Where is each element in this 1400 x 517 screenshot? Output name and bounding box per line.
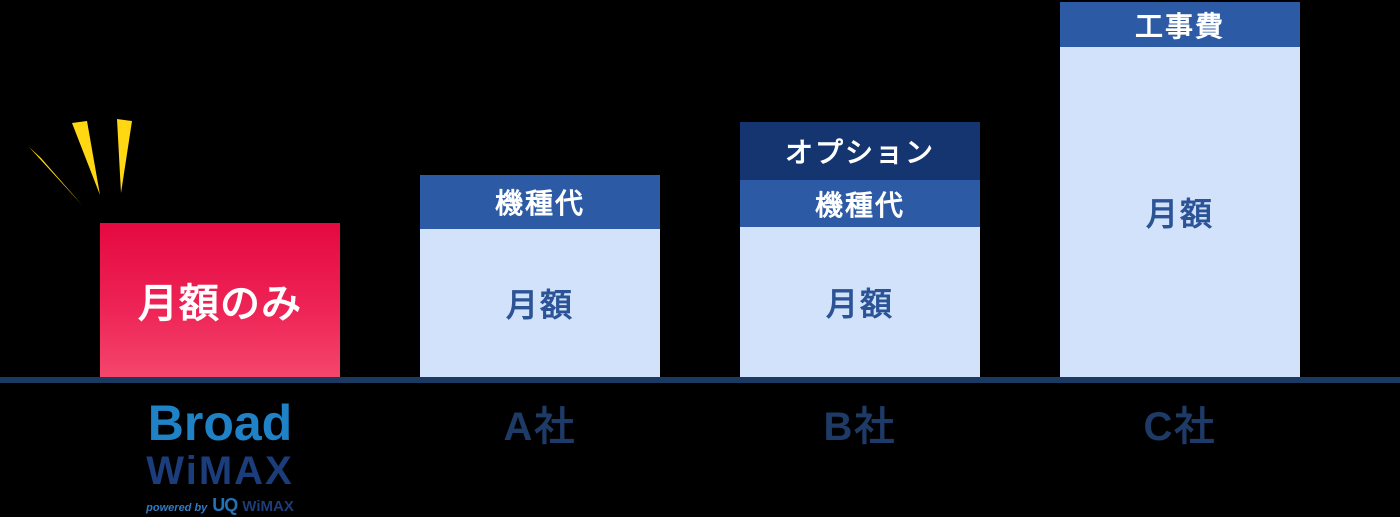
bar-b-option-label: オプション	[784, 137, 935, 168]
bar-b-segment-monthly: 月額	[740, 227, 980, 377]
bar-c-installation-fee-label: 工事費	[1134, 10, 1225, 42]
bar-c-segment-monthly: 月額	[1060, 47, 1300, 377]
bar-a-segment-device-fee: 機種代	[420, 175, 660, 229]
bar-c-monthly-label: 月額	[1145, 196, 1214, 232]
logo-wimax-text: WiMAX	[146, 449, 294, 493]
bar-a-segment-monthly: 月額	[420, 229, 660, 377]
logo-uq-wimax-text: WiMAX	[242, 498, 294, 515]
label-company-b: B社	[823, 405, 897, 449]
bar-b-device-fee-label: 機種代	[814, 189, 905, 221]
logo-powered-by-text: powered by	[146, 502, 208, 514]
bar-c-segment-installation-fee: 工事費	[1060, 2, 1300, 47]
bar-b-segment-device-fee: 機種代	[740, 180, 980, 227]
axis-baseline	[0, 377, 1400, 383]
logo-broad-text: Broad	[147, 395, 293, 451]
label-company-a: A社	[503, 405, 577, 449]
bar-b-segment-option: オプション	[740, 122, 980, 180]
broad-segment-label: 月額のみ	[138, 282, 302, 326]
label-company-c: C社	[1143, 405, 1217, 449]
broad-wimax-logo: Broad WiMAX powered by UQ WiMAX	[100, 398, 340, 517]
logo-powered-by-uq-wimax: powered by UQ WiMAX	[100, 496, 340, 517]
bar-broad-wimax: 月額のみ	[100, 223, 340, 377]
bar-b-monthly-label: 月額	[825, 286, 894, 322]
emphasis-sparks-icon	[29, 119, 132, 205]
logo-uq-text: UQ	[212, 495, 238, 515]
bar-a-device-fee-label: 機種代	[494, 188, 585, 219]
bar-a-monthly-label: 月額	[505, 287, 574, 323]
